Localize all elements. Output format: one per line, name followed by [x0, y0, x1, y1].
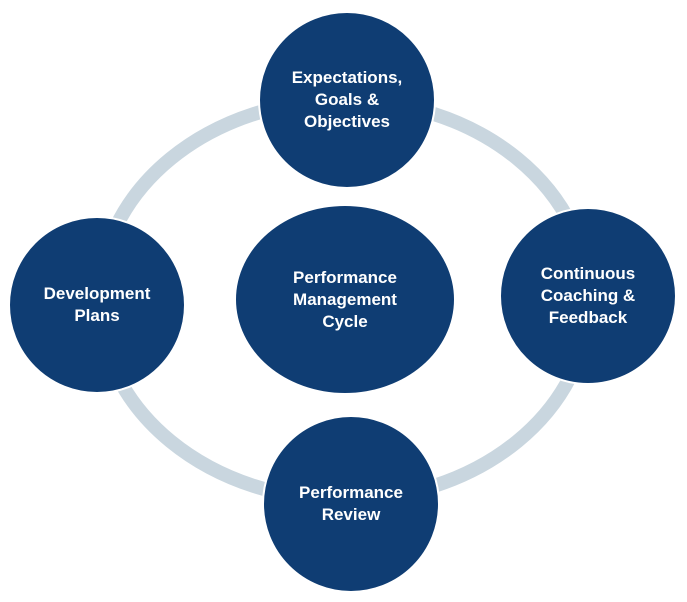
center-node: Performance Management Cycle — [234, 204, 456, 395]
stage-label-expectations: Expectations, Goals & Objectives — [291, 68, 403, 131]
stage-node-coaching: Continuous Coaching & Feedback — [499, 207, 677, 385]
center-label: Performance Management Cycle — [293, 267, 397, 331]
stage-node-expectations: Expectations, Goals & Objectives — [258, 11, 436, 189]
stage-label-review: Performance Review — [299, 483, 403, 524]
stage-label-development: Development Plans — [43, 284, 151, 325]
stage-node-review: Performance Review — [262, 415, 440, 593]
stage-label-coaching: Continuous Coaching & Feedback — [540, 264, 636, 327]
stage-node-development: Development Plans — [8, 216, 186, 394]
